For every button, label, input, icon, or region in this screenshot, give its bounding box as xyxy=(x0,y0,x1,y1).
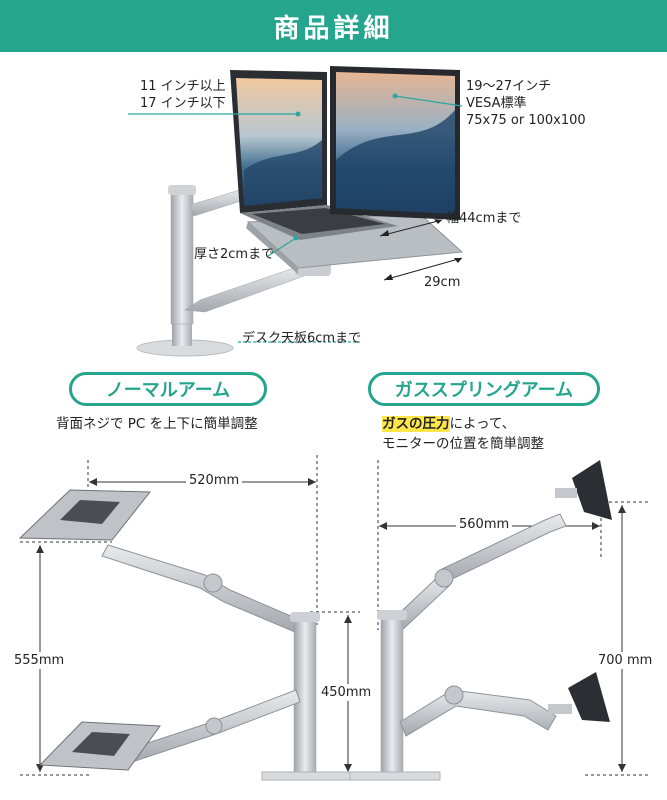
depth-label: 29cm xyxy=(424,275,461,290)
normal-arm-diagram xyxy=(18,455,360,781)
thickness-label: 厚さ2cmまで xyxy=(194,247,275,262)
normal-arm-height-label: 555mm xyxy=(14,652,65,669)
width-label: 幅44cmまで xyxy=(446,211,522,226)
monitor-size-label: 19～27インチ xyxy=(466,79,552,94)
gas-spring-arm-diagram xyxy=(349,460,650,781)
vesa-sizes-label: 75x75 or 100x100 xyxy=(466,113,586,128)
normal-arm-description: 背面ネジで PC を上下に簡単調整 xyxy=(56,416,258,432)
desk-thickness-label: デスク天板6cmまで xyxy=(242,331,362,346)
gas-spring-width-label: 560mm xyxy=(456,516,513,533)
normal-arm-width-label: 520mm xyxy=(186,472,243,489)
gas-spring-description-line1: ガスの圧力によって、 xyxy=(382,414,515,434)
header-banner: 商品詳細 xyxy=(0,0,667,52)
laptop-size-max-label: 17 インチ以下 xyxy=(140,96,226,111)
gas-spring-description-rest: によって、 xyxy=(449,416,516,432)
gas-spring-description-line2: モニターの位置を簡単調整 xyxy=(382,436,544,452)
gas-pressure-highlight: ガスの圧力 xyxy=(382,416,450,432)
gas-spring-height-label: 700 mm xyxy=(598,652,653,669)
normal-arm-pill: ノーマルアーム xyxy=(69,372,267,406)
normal-arm-pole-height-label: 450mm xyxy=(321,684,372,701)
laptop-size-min-label: 11 インチ以上 xyxy=(140,79,226,94)
vesa-label: VESA標準 xyxy=(466,96,527,111)
gas-spring-arm-pill: ガススプリングアーム xyxy=(368,372,600,406)
top-product-photo xyxy=(128,66,464,357)
page-title: 商品詳細 xyxy=(273,13,394,44)
